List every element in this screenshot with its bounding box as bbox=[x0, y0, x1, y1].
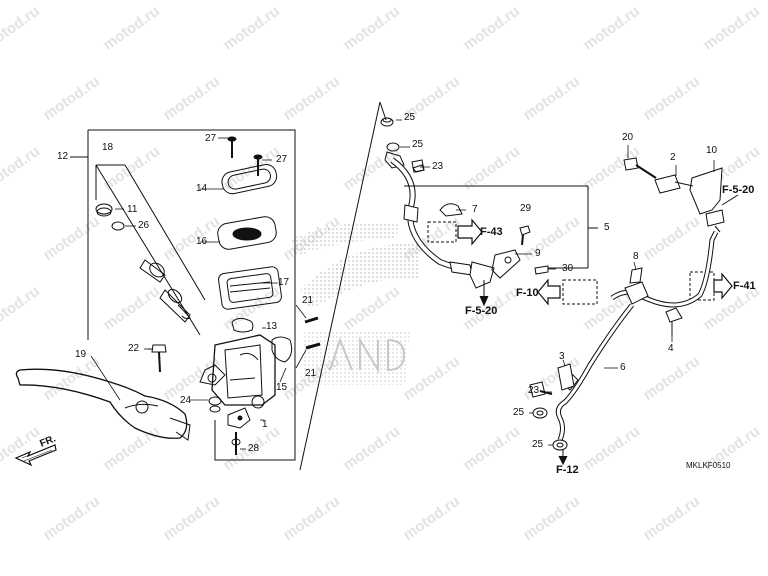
part-number-27-a: 27 bbox=[205, 133, 217, 144]
part-number-21-a: 21 bbox=[302, 295, 314, 306]
part-number-21-b: 21 bbox=[305, 368, 317, 379]
part-number-9: 9 bbox=[535, 248, 541, 259]
part-number-22: 22 bbox=[128, 343, 140, 354]
part-number-30: 30 bbox=[562, 263, 574, 274]
piston-kit bbox=[95, 203, 191, 323]
hose-stay bbox=[491, 249, 521, 279]
bolt-28 bbox=[231, 432, 241, 455]
ref-f10-label: F-10 bbox=[516, 287, 539, 299]
part-number-26: 26 bbox=[138, 220, 150, 231]
part-number-29: 29 bbox=[520, 203, 532, 214]
part-number-3: 3 bbox=[559, 351, 565, 362]
diaphragm bbox=[218, 266, 282, 310]
bolt-4 bbox=[665, 307, 683, 335]
diagram-code: MKLKF0510 bbox=[686, 461, 731, 470]
ref-box-f43 bbox=[427, 221, 457, 243]
part-number-5: 5 bbox=[604, 222, 610, 233]
washer-25-b bbox=[552, 439, 568, 451]
part-number-19: 19 bbox=[75, 349, 87, 360]
master-cylinder bbox=[199, 334, 276, 409]
ref-f12-label: F-12 bbox=[556, 464, 579, 476]
part-number-13: 13 bbox=[266, 321, 278, 332]
ref-f43-label: F-43 bbox=[480, 226, 503, 238]
part-number-23-a: 23 bbox=[432, 161, 444, 172]
bolt-21 bbox=[304, 316, 321, 350]
screw-27 bbox=[227, 136, 263, 176]
ref-f5-20-lower: F-5-20 bbox=[465, 305, 498, 317]
part-number-6: 6 bbox=[620, 362, 626, 373]
brake-hose-upper bbox=[380, 117, 495, 289]
part-number-2: 2 bbox=[670, 152, 676, 163]
ref-f41-label: F-41 bbox=[733, 280, 756, 292]
hose-clip bbox=[439, 203, 463, 217]
diaphragm-plate bbox=[217, 216, 277, 250]
part-number-15: 15 bbox=[276, 382, 288, 393]
pivot-bolt bbox=[148, 344, 167, 373]
ref-f5-20-upper: F-5-20 bbox=[722, 184, 755, 196]
part-number-1: 1 bbox=[262, 419, 268, 430]
wing-logo bbox=[290, 223, 420, 385]
holder-clamp bbox=[227, 407, 251, 429]
part-number-27-b: 27 bbox=[276, 154, 288, 165]
part-number-18: 18 bbox=[102, 142, 114, 153]
part-number-25-c: 25 bbox=[513, 407, 525, 418]
part-number-11: 11 bbox=[127, 204, 138, 215]
part-number-14: 14 bbox=[196, 183, 208, 194]
part-number-28: 28 bbox=[248, 443, 260, 454]
part-number-10: 10 bbox=[706, 145, 718, 156]
honda-wing-mark bbox=[329, 336, 406, 374]
part-number-16: 16 bbox=[196, 236, 208, 247]
washer-25-a bbox=[532, 407, 548, 419]
leader-lines bbox=[90, 119, 715, 450]
front-direction-arrow bbox=[14, 444, 57, 467]
joint-2 bbox=[654, 174, 681, 194]
part-number-23-b: 23 bbox=[528, 385, 540, 396]
nut-24 bbox=[208, 396, 222, 406]
part-number-25-b: 25 bbox=[412, 139, 424, 150]
boot-13 bbox=[231, 317, 293, 363]
part-number-17: 17 bbox=[278, 277, 290, 288]
part-number-25-a: 25 bbox=[404, 112, 416, 123]
reservoir-cap bbox=[221, 164, 278, 195]
part-number-25-d: 25 bbox=[532, 439, 544, 450]
brake-pipe bbox=[555, 230, 719, 441]
grommet-3 bbox=[557, 363, 575, 391]
part-number-8: 8 bbox=[633, 251, 639, 262]
part-number-24: 24 bbox=[180, 395, 192, 406]
pipe-bracket bbox=[689, 167, 725, 233]
bolt-29 bbox=[519, 225, 531, 236]
part-number-12: 12 bbox=[57, 151, 69, 162]
part-number-4: 4 bbox=[668, 343, 674, 354]
part-number-7: 7 bbox=[472, 204, 478, 215]
ref-box-f10 bbox=[562, 279, 598, 305]
part-number-20: 20 bbox=[622, 132, 634, 143]
bolt-20 bbox=[623, 157, 657, 179]
brake-lever bbox=[15, 368, 191, 441]
